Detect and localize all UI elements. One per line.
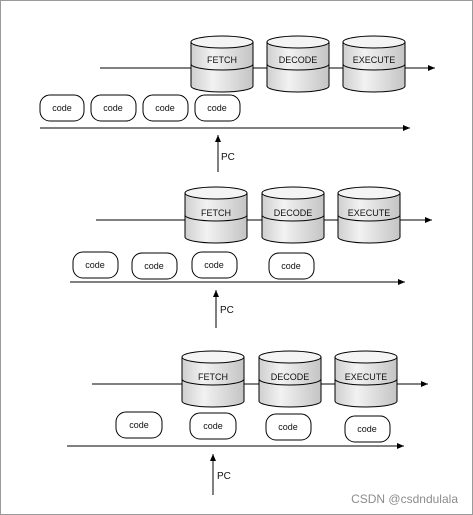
code-block: code [131,252,178,280]
stage-cylinder-fetch: FETCH [181,350,245,408]
svg-text:code: code [144,261,164,271]
pc-label: PC [217,471,231,482]
code-block: code [72,251,119,279]
code-block: code [115,411,163,439]
stage-cylinder-execute: EXECUTE [334,350,398,408]
svg-text:code: code [85,260,105,270]
svg-text:code: code [278,422,298,432]
code-block: code [344,415,391,443]
stage-label: FETCH [201,208,231,218]
stage-cylinder-fetch: FETCH [184,186,248,244]
stage-label: FETCH [207,55,237,65]
svg-text:code: code [129,420,149,430]
code-block: code [90,94,137,122]
stage-label: DECODE [279,55,318,65]
stage-label: FETCH [198,372,228,382]
stage-cylinder-decode: DECODE [266,35,330,93]
watermark: CSDN @csdndulala [351,492,458,506]
pipeline-panel-2: FETCH DECODE EXECUTE code code code [70,186,432,328]
stage-cylinder-decode: DECODE [258,350,322,408]
pc-label: PC [220,305,234,316]
stage-cylinder-decode: DECODE [261,186,325,244]
stage-label: DECODE [271,372,310,382]
code-block: code [142,94,189,122]
stage-cylinder-execute: EXECUTE [337,186,401,244]
stage-label: DECODE [274,208,313,218]
code-block: code [189,412,237,440]
stage-cylinder-execute: EXECUTE [342,35,406,93]
svg-text:code: code [203,421,223,431]
stage-cylinder-fetch: FETCH [190,35,254,93]
svg-text:code: code [52,103,72,113]
svg-text:code: code [357,424,377,434]
stage-label: EXECUTE [345,372,388,382]
svg-text:code: code [204,260,224,270]
pc-label: PC [221,152,235,163]
svg-text:code: code [155,103,175,113]
stage-label: EXECUTE [348,208,391,218]
svg-text:code: code [103,103,123,113]
code-block: code [194,94,241,122]
svg-text:code: code [207,103,227,113]
code-block: code [268,252,315,280]
pipeline-panel-1: FETCH DECODE EXECUTE code code code [39,35,435,172]
code-block: code [265,413,312,441]
stage-label: EXECUTE [353,55,396,65]
svg-text:code: code [281,261,301,271]
pipeline-panel-3: FETCH DECODE EXECUTE code code code [67,350,428,495]
code-block: code [191,251,238,279]
code-block: code [39,94,85,122]
